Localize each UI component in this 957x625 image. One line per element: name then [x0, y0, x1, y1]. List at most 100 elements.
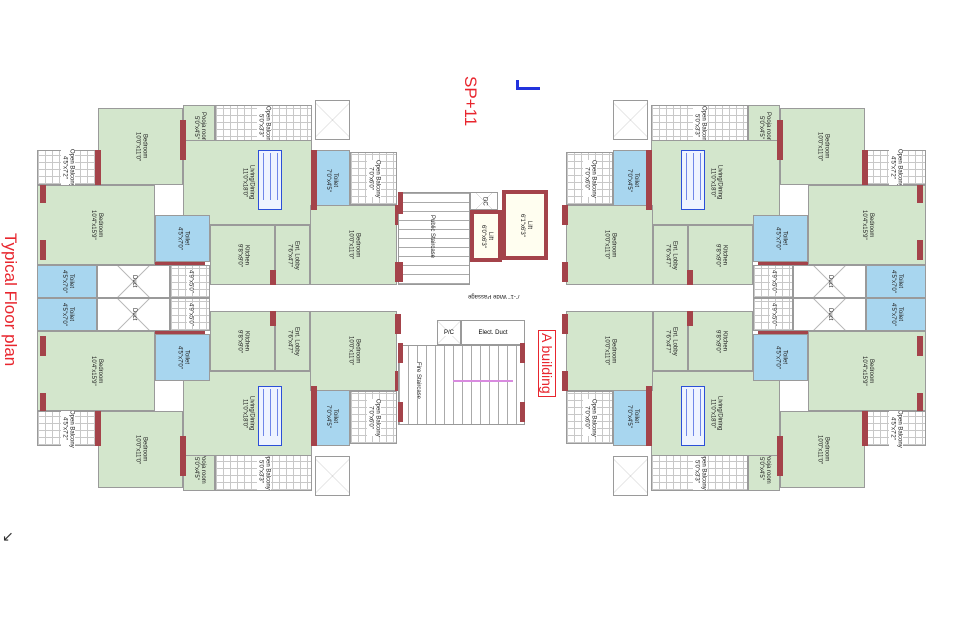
room-label: Duct [826, 308, 833, 320]
room-size: 7'6"x4'7" [664, 243, 671, 267]
room-duct: Duct [793, 265, 866, 298]
room-size: 10'0"x11'0" [134, 131, 141, 162]
room-name: Duct [131, 308, 137, 321]
room-label: 4'9"x5'0" [186, 270, 194, 293]
room-name: Kitchen [721, 330, 728, 351]
room-name: Toilet [897, 274, 903, 289]
column [687, 270, 693, 285]
room-name: Ent. Lobby [293, 240, 300, 270]
room-name: Open Balcony [264, 452, 271, 490]
room-size: 7'0"x4'5" [626, 404, 632, 428]
duct-shaft [315, 100, 350, 140]
room-name: Bedroom [97, 358, 103, 384]
column [311, 386, 317, 446]
room-name: Bedroom [868, 358, 874, 384]
typical-floor-plan-title: Typical Floor plan [1, 233, 20, 367]
column [917, 336, 923, 356]
unit-area-box [258, 386, 282, 446]
room-size: 10'0"x11'0" [347, 230, 354, 260]
room-size: 4'5"x7'2" [61, 156, 68, 179]
room-label: 4'9"x5'0" [769, 303, 777, 326]
column [562, 314, 568, 334]
room-size: 7'6"x4'7" [286, 243, 293, 267]
room-size: 4'5"x7'0" [774, 227, 781, 250]
room-size: 7'0"x6'0" [367, 167, 374, 190]
room-name: Toilet [633, 172, 639, 187]
unit-area-box [681, 150, 705, 210]
room-size: 7'6"x4'7" [286, 329, 293, 353]
room-duct: Duct [793, 298, 866, 331]
room-name: Open Balcony [68, 148, 75, 187]
room-wash: 4'9"x5'0" [753, 265, 793, 298]
room-name: Kitchen [721, 244, 728, 265]
column [777, 436, 783, 476]
room-size: 10'0"x11'0" [603, 336, 610, 366]
unit-area-box [681, 386, 705, 446]
room-name: Living/Dining [248, 165, 255, 200]
room-size: 4'5"x7'0" [61, 303, 67, 326]
room-name: Kitchen [243, 244, 250, 265]
room-size: 7'0"x6'0" [367, 406, 374, 429]
room-name: Toilet [781, 350, 788, 365]
pc-label: P/C [443, 329, 454, 336]
floors-label: SP+11 [461, 76, 480, 127]
column [40, 185, 46, 203]
room-name: Open Balcony [896, 409, 903, 448]
column [646, 150, 652, 210]
room-size: 4'5"x7'2" [889, 156, 896, 179]
room-duct: Duct [97, 265, 170, 298]
room-name: Pooja room [200, 453, 206, 484]
room-size: 4'9"x5'0" [770, 303, 777, 326]
column [311, 150, 317, 210]
room-size: 11'0"x18'0" [709, 167, 716, 198]
column [917, 185, 923, 203]
room-name: Pooja room [765, 453, 771, 484]
blue-mark [516, 80, 519, 90]
room-size: 4'5"x7'0" [176, 346, 183, 369]
pc-shaft: P/C [437, 320, 461, 345]
room-name: Ent. Lobby [671, 326, 678, 356]
room-size: 9'8"x9'0" [236, 329, 243, 353]
blue-mark [518, 87, 540, 90]
room-size: 4'5"x7'0" [61, 270, 67, 293]
room-name: Open Balcony [700, 106, 707, 144]
column [777, 120, 783, 160]
